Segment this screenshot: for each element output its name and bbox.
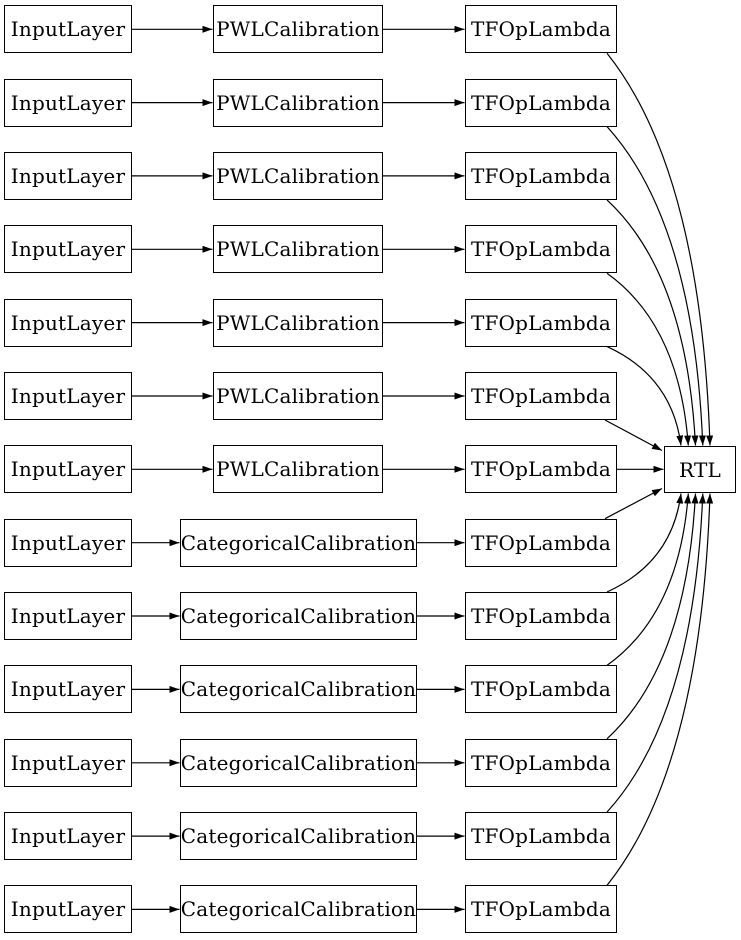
edge-lambda-to-rtl: [606, 346, 684, 446]
edge-lambda-to-rtl: [606, 126, 706, 446]
node-rtl: RTL: [664, 446, 736, 493]
node-input-layer: InputLayer: [4, 738, 132, 787]
edge-lambda-to-rtl: [606, 493, 692, 666]
node-input-layer: InputLayer: [4, 665, 132, 714]
edge-lambda-to-rtl: [604, 419, 663, 452]
node-categorical-calibration: CategoricalCalibration: [180, 518, 417, 567]
node-pwl-calibration: PWLCalibration: [213, 445, 383, 494]
node-tfop-lambda: TFOpLambda: [465, 885, 617, 934]
node-tfop-lambda: TFOpLambda: [465, 518, 617, 567]
node-tfop-lambda: TFOpLambda: [465, 665, 617, 714]
edge-lambda-to-rtl: [604, 487, 663, 520]
node-categorical-calibration: CategoricalCalibration: [180, 738, 417, 787]
node-tfop-lambda: TFOpLambda: [465, 78, 617, 127]
node-tfop-lambda: TFOpLambda: [465, 445, 617, 494]
node-tfop-lambda: TFOpLambda: [465, 151, 617, 200]
edge-lambda-to-rtl: [606, 493, 706, 813]
node-categorical-calibration: CategoricalCalibration: [180, 592, 417, 640]
node-input-layer: InputLayer: [4, 592, 132, 640]
node-input-layer: InputLayer: [4, 298, 132, 347]
node-input-layer: InputLayer: [4, 885, 132, 934]
node-input-layer: InputLayer: [4, 78, 132, 127]
edge-lambda-to-rtl: [606, 493, 684, 593]
node-input-layer: InputLayer: [4, 812, 132, 861]
node-input-layer: InputLayer: [4, 518, 132, 567]
node-tfop-lambda: TFOpLambda: [465, 225, 617, 274]
node-pwl-calibration: PWLCalibration: [213, 5, 383, 54]
node-tfop-lambda: TFOpLambda: [465, 5, 617, 54]
edges-group: [132, 25, 714, 913]
node-input-layer: InputLayer: [4, 445, 132, 494]
node-pwl-calibration: PWLCalibration: [213, 372, 383, 420]
node-input-layer: InputLayer: [4, 151, 132, 200]
node-categorical-calibration: CategoricalCalibration: [180, 885, 417, 934]
edge-lambda-to-rtl: [606, 493, 699, 740]
node-pwl-calibration: PWLCalibration: [213, 298, 383, 347]
node-pwl-calibration: PWLCalibration: [213, 78, 383, 127]
edge-lambda-to-rtl: [606, 493, 714, 886]
node-categorical-calibration: CategoricalCalibration: [180, 665, 417, 714]
node-tfop-lambda: TFOpLambda: [465, 812, 617, 861]
node-input-layer: InputLayer: [4, 5, 132, 54]
edge-lambda-to-rtl: [606, 272, 692, 446]
node-categorical-calibration: CategoricalCalibration: [180, 812, 417, 861]
node-tfop-lambda: TFOpLambda: [465, 592, 617, 640]
node-tfop-lambda: TFOpLambda: [465, 298, 617, 347]
node-input-layer: InputLayer: [4, 372, 132, 420]
edge-lambda-to-rtl: [606, 52, 714, 446]
node-tfop-lambda: TFOpLambda: [465, 738, 617, 787]
edge-lambda-to-rtl: [606, 199, 699, 446]
node-pwl-calibration: PWLCalibration: [213, 225, 383, 274]
node-input-layer: InputLayer: [4, 225, 132, 274]
node-tfop-lambda: TFOpLambda: [465, 372, 617, 420]
node-pwl-calibration: PWLCalibration: [213, 151, 383, 200]
